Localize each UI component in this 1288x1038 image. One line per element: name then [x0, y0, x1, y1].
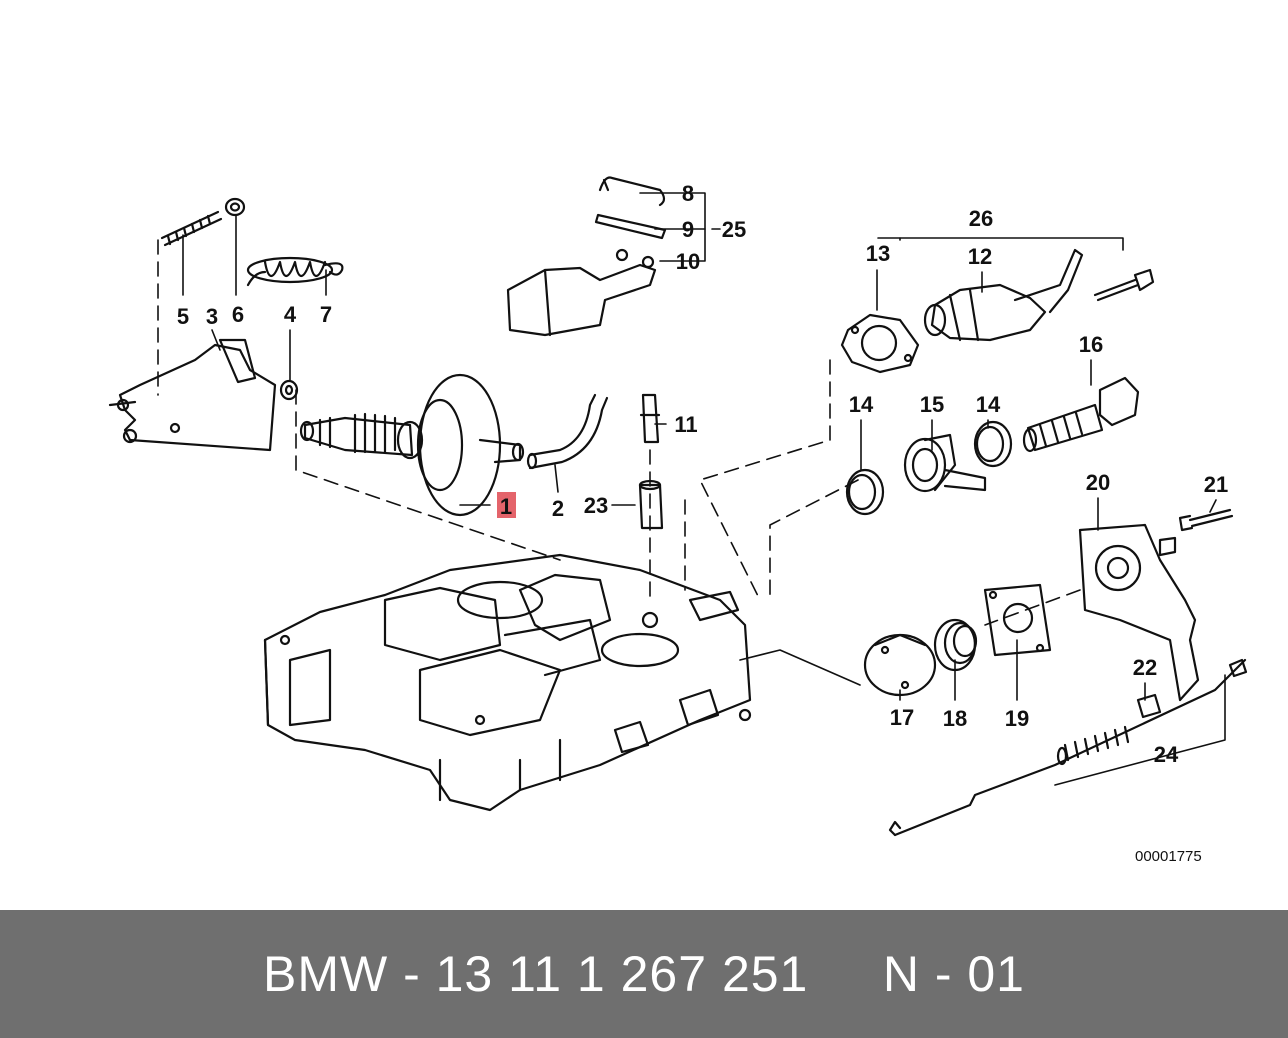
part-label-23: 23: [584, 493, 608, 518]
part-6-bushing: [224, 197, 246, 217]
part-label-3: 3: [206, 304, 218, 329]
part-label-20: 20: [1086, 470, 1110, 495]
exploded-view-drawing: 1234567891025112326131216141514202122241…: [108, 176, 1248, 865]
part-label-4: 4: [284, 302, 297, 327]
part-23-sleeve: [638, 479, 664, 530]
part-label-14a: 14: [849, 392, 874, 417]
part-label-14b: 14: [976, 392, 1001, 417]
footer-part-number: BMW - 13 11 1 267 251 N - 01: [263, 946, 1025, 1002]
carburettor-body: [263, 553, 752, 812]
part-label-2: 2: [552, 496, 564, 521]
part-17-cover: [863, 633, 937, 697]
assembly-dash-lines: [157, 239, 1081, 626]
part-label-5: 5: [177, 304, 189, 329]
part-label-24: 24: [1154, 742, 1179, 767]
part-label-22: 22: [1133, 655, 1157, 680]
part-21-screw: [1178, 508, 1234, 532]
part-4-bushing: [279, 379, 299, 401]
part-5-spring: [160, 210, 223, 247]
part-3-bracket: [108, 338, 277, 452]
label-1-highlight: [497, 492, 516, 518]
part-label-16: 16: [1079, 332, 1103, 357]
part-label-17: 17: [890, 705, 914, 730]
part-16-screw-plug: [1022, 376, 1140, 453]
part-19-diaphragm: [983, 583, 1052, 657]
part-12-valve-body: [923, 248, 1084, 342]
part-11-jet: [639, 393, 661, 444]
part-label-26: 26: [969, 206, 993, 231]
part-label-21: 21: [1204, 472, 1228, 497]
part-label-1: 1: [500, 494, 512, 519]
leader-lines: [182, 192, 1226, 786]
footer-bar: BMW - 13 11 1 267 251 N - 01: [0, 910, 1288, 1038]
part-2-hose: [526, 393, 609, 470]
part-label-12: 12: [968, 244, 992, 269]
ref-number: 00001775: [1135, 848, 1202, 865]
part-label-18: 18: [943, 706, 967, 731]
part-26-screw: [1093, 268, 1155, 302]
part-15-banjo: [903, 433, 987, 493]
part-24-rod: [888, 658, 1248, 837]
part-22-nut: [1136, 693, 1162, 719]
part-1-vacuum-unit: [299, 373, 525, 517]
part-14-ring-left: [845, 468, 885, 516]
part-label-9: 9: [682, 217, 694, 242]
part-label-13: 13: [866, 241, 890, 266]
part-label-7: 7: [320, 302, 332, 327]
part-18-spring: [933, 618, 978, 672]
part-20-housing: [1078, 523, 1200, 702]
part-7-spring: [246, 256, 344, 287]
parts-8-9-10: [506, 176, 667, 337]
part-label-6: 6: [232, 302, 244, 327]
part-label-10: 10: [676, 249, 700, 274]
part-label-15: 15: [920, 392, 944, 417]
part-label-8: 8: [682, 181, 694, 206]
part-label-25: 25: [722, 217, 746, 242]
part-label-19: 19: [1005, 706, 1029, 731]
part-13-gasket: [840, 313, 920, 374]
part-label-11: 11: [674, 412, 697, 437]
part-14-ring-right: [973, 420, 1013, 468]
